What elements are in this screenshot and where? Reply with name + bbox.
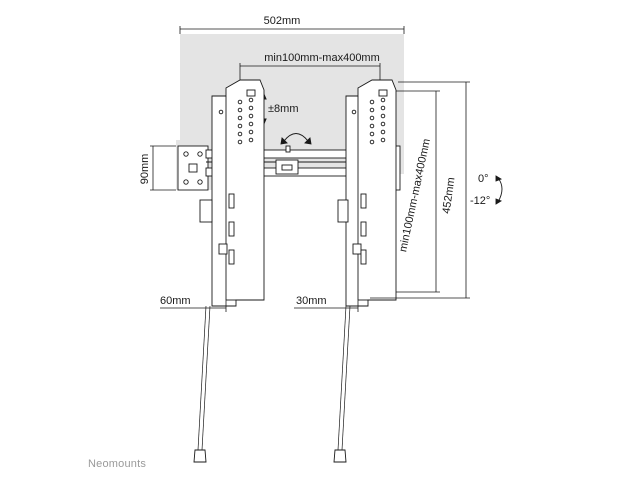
vesa-horizontal-label: min100mm-max400mm — [264, 52, 380, 64]
right-bracket — [337, 79, 397, 307]
tilt-bottom-label: -12° — [470, 195, 490, 207]
tilt-top-label: 0° — [478, 173, 489, 185]
tilt-arrow-icon — [495, 175, 503, 205]
brand-logo: Neomounts — [88, 458, 147, 470]
rotation-arrow-icon — [280, 133, 312, 145]
vesa-vertical-dimension — [396, 90, 440, 293]
total-width-dimension — [179, 26, 405, 34]
wall-plate-height-label: 90mm — [139, 154, 151, 185]
left-depth-dimension — [160, 300, 227, 312]
total-height-label: 452mm — [441, 177, 458, 215]
left-bracket — [199, 79, 265, 307]
wall-plate-height-dimension — [150, 145, 176, 191]
right-depth-dimension — [294, 300, 359, 312]
vertical-adjust-label: ±8mm — [268, 103, 298, 115]
total-height-dimension — [370, 81, 470, 299]
cord-weights — [193, 449, 347, 463]
total-width-label: 502mm — [264, 15, 301, 27]
release-cords — [197, 305, 351, 451]
left-depth-label: 60mm — [160, 295, 191, 307]
right-depth-label: 30mm — [296, 295, 327, 307]
